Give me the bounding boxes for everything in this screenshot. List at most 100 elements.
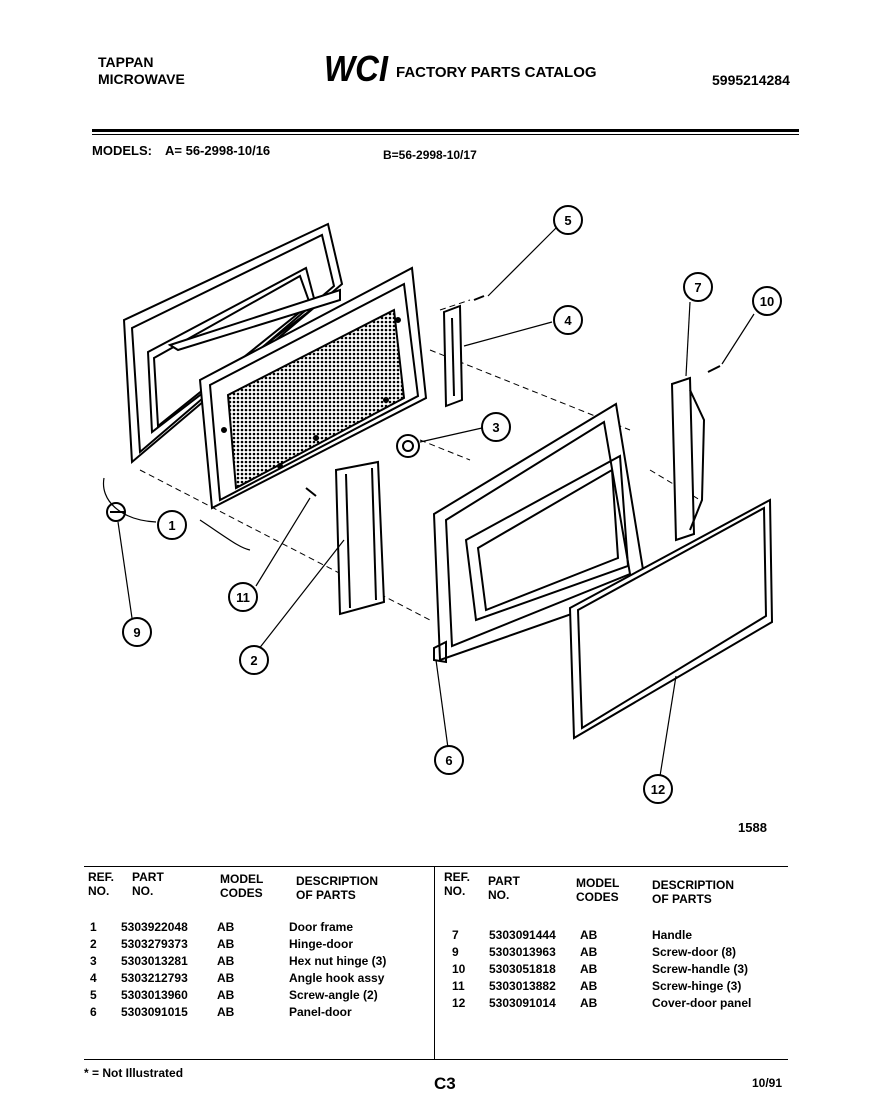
- cell-code: AB: [217, 937, 235, 951]
- cell-ref: 1: [90, 920, 97, 934]
- cell-ref: 5: [90, 988, 97, 1002]
- cell-desc: Screw-hinge (3): [652, 979, 742, 993]
- cell-desc: Angle hook assy: [289, 971, 385, 985]
- cell-part: 5303091444: [489, 928, 556, 942]
- callout-label: 12: [651, 782, 665, 797]
- cell-code: AB: [580, 996, 598, 1010]
- cell-code: AB: [217, 971, 235, 985]
- cell-part: 5303013882: [489, 979, 556, 993]
- handle-part: [670, 376, 706, 542]
- door-inner-panel: [167, 266, 428, 510]
- table-divider: [434, 866, 435, 1059]
- catalog-date: 10/91: [752, 1076, 783, 1090]
- cell-ref: 10: [452, 962, 466, 976]
- callout-circle-4: [553, 305, 583, 335]
- cell-desc: Door frame: [289, 920, 354, 934]
- wci-logo: WCI: [322, 48, 392, 89]
- header-rule-thin: [92, 134, 799, 135]
- cell-code: AB: [580, 928, 598, 942]
- cell-part: 5303013963: [489, 945, 556, 959]
- hinge-door-part: [334, 460, 386, 616]
- cell-code: AB: [217, 954, 235, 968]
- callout-circle-2: [239, 645, 269, 675]
- callout-label: 11: [236, 590, 250, 605]
- callout-label: 9: [133, 625, 140, 640]
- cell-code: AB: [580, 945, 598, 959]
- hdr-ref-right: REF.NO.: [444, 870, 471, 898]
- callout-circle-11: [228, 582, 258, 612]
- hdr-ref-left: REF.NO.: [88, 870, 115, 898]
- cell-ref: 2: [90, 937, 97, 951]
- callout-circle-1: [157, 510, 187, 540]
- cell-part: 5303051818: [489, 962, 556, 976]
- callout-circle-7: [683, 272, 713, 302]
- callout-label: 7: [694, 280, 701, 295]
- cell-code: AB: [580, 962, 598, 976]
- table-top-rule: [84, 866, 788, 867]
- not-illustrated-note: * = Not Illustrated: [84, 1066, 184, 1080]
- screw-angle-part: [473, 295, 485, 301]
- catalog-title: FACTORY PARTS CATALOG: [396, 64, 597, 81]
- cell-part: 5303212793: [121, 971, 188, 985]
- cell-ref: 6: [90, 1005, 97, 1019]
- brand-line2: MICROWAVE: [98, 71, 185, 87]
- cell-desc: Cover-door panel: [652, 996, 752, 1010]
- cell-part: 5303091014: [489, 996, 556, 1010]
- callout-label: 5: [564, 213, 571, 228]
- cell-desc: Panel-door: [289, 1005, 352, 1019]
- cell-desc: Handle: [652, 928, 693, 942]
- callout-label: 3: [492, 420, 499, 435]
- model-a: A= 56-2998-10/16: [165, 143, 271, 158]
- cell-desc: Hex nut hinge (3): [289, 954, 387, 968]
- callout-label: 6: [445, 753, 452, 768]
- header-rule: [92, 129, 799, 132]
- models-label: MODELS:: [92, 143, 152, 158]
- cell-part: 5303922048: [121, 920, 188, 934]
- model-b: B=56-2998-10/17: [383, 148, 477, 162]
- callout-circle-6: [434, 745, 464, 775]
- cell-desc: Screw-handle (3): [652, 962, 749, 976]
- callout-circle-9: [122, 617, 152, 647]
- cell-part: 5303091015: [121, 1005, 188, 1019]
- cell-part: 5303013960: [121, 988, 188, 1002]
- figure-number: 1588: [738, 820, 767, 835]
- callout-circle-10: [752, 286, 782, 316]
- cell-ref: 9: [452, 945, 459, 959]
- cell-ref: 4: [90, 971, 97, 985]
- screw-hinge-part: [305, 487, 317, 497]
- brand-line1: TAPPAN: [98, 54, 154, 70]
- catalog-number: 5995214284: [712, 72, 790, 88]
- cell-desc: Hinge-door: [289, 937, 353, 951]
- cell-code: AB: [217, 1005, 235, 1019]
- cell-part: 5303279373: [121, 937, 188, 951]
- callout-circle-5: [553, 205, 583, 235]
- cell-part: 5303013281: [121, 954, 188, 968]
- cell-code: AB: [580, 979, 598, 993]
- callout-circle-3: [481, 412, 511, 442]
- cell-ref: 7: [452, 928, 459, 942]
- screw-door-part: [106, 502, 126, 522]
- callout-label: 10: [760, 294, 774, 309]
- hex-nut-part: [396, 434, 420, 458]
- cell-desc: Screw-angle (2): [289, 988, 378, 1002]
- screw-handle-part: [707, 365, 721, 373]
- cover-door-panel-part: [568, 498, 774, 740]
- callout-label: 2: [250, 653, 257, 668]
- callout-circle-12: [643, 774, 673, 804]
- cell-ref: 3: [90, 954, 97, 968]
- callout-label: 4: [564, 313, 572, 328]
- cell-code: AB: [217, 988, 235, 1002]
- table-bottom-rule: [84, 1059, 788, 1060]
- cell-desc: Screw-door (8): [652, 945, 737, 959]
- cell-code: AB: [217, 920, 235, 934]
- cell-ref: 12: [452, 996, 466, 1010]
- logo-text: WCI: [324, 50, 389, 86]
- angle-hook-part: [442, 304, 464, 408]
